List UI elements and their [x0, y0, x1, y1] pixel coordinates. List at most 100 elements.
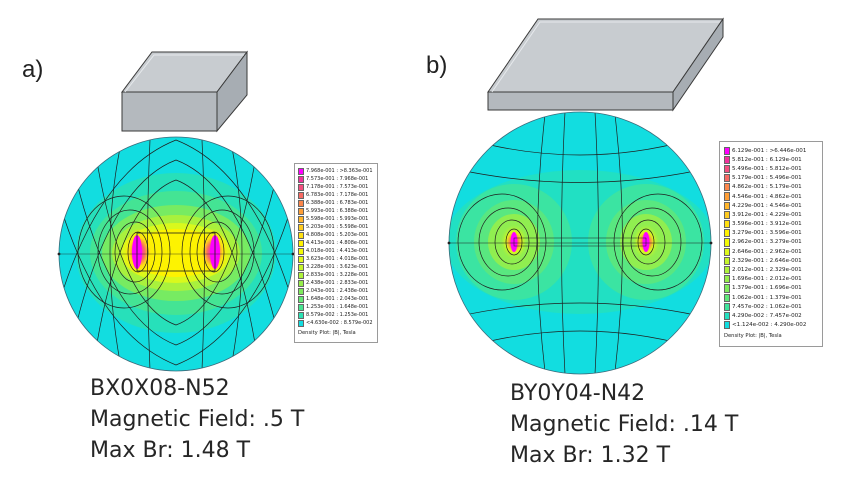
magnet-outline-a [136, 232, 216, 272]
legend-swatch [724, 311, 730, 321]
legend-swatch [298, 175, 304, 183]
legend-entry: 3.912e-001 : 4.229e-001 [724, 210, 818, 219]
legend-swatch [298, 271, 304, 279]
legend-swatch [298, 247, 304, 255]
legend-swatch [298, 199, 304, 207]
legend-entry: 4.862e-001 : 5.179e-001 [724, 183, 818, 192]
legend-swatch [298, 303, 304, 311]
legend-range: 7.968e-001 : >8.363e-001 [306, 168, 373, 174]
legend-b: 6.129e-001 : >6.446e-001 5.812e-001 : 6.1… [719, 141, 823, 347]
panel-a-label: a) [22, 56, 44, 83]
legend-entry: 4.290e-002 : 7.457e-002 [724, 311, 818, 321]
magnet-block-a [121, 50, 248, 133]
legend-entry: 4.018e-001 : 4.413e-001 [298, 247, 374, 255]
legend-entry: 1.696e-001 : 2.012e-001 [724, 275, 818, 284]
legend-swatch [724, 284, 730, 293]
legend-swatch [298, 255, 304, 263]
legend-range: 6.129e-001 : >6.446e-001 [732, 147, 807, 154]
legend-swatch [724, 146, 730, 155]
legend-swatch [724, 293, 730, 302]
legend-swatch [724, 321, 730, 330]
legend-entry: 3.279e-001 : 3.596e-001 [724, 229, 818, 238]
legend-entry: 8.579e-002 : 1.253e-001 [298, 311, 374, 319]
legend-range: 1.379e-001 : 1.696e-001 [732, 285, 802, 292]
legend-entry: 1.062e-001 : 1.379e-001 [724, 293, 818, 302]
legend-swatch [724, 238, 730, 247]
legend-swatch [298, 191, 304, 199]
legend-range: 4.808e-001 : 5.203e-001 [306, 232, 369, 238]
caption-b-model: BY0Y04-N42 [510, 381, 646, 406]
legend-entry: 3.623e-001 : 4.018e-001 [298, 255, 374, 263]
legend-b-title: Density Plot: |B|, Tesla [724, 332, 782, 339]
legend-range: <1.124e-002 : 4.290e-002 [732, 322, 807, 329]
field-lines-a [59, 139, 293, 371]
legend-entry: 2.646e-001 : 2.962e-001 [724, 247, 818, 256]
legend-range: 2.329e-001 : 2.646e-001 [732, 257, 802, 264]
caption-a-model: BX0X08-N52 [90, 376, 230, 401]
legend-swatch [724, 155, 730, 164]
legend-entry: 1.379e-001 : 1.696e-001 [724, 284, 818, 293]
legend-range: 4.290e-002 : 7.457e-002 [732, 312, 802, 319]
legend-entry: 1.648e-001 : 2.043e-001 [298, 295, 374, 303]
legend-range: 5.203e-001 : 5.598e-001 [306, 224, 369, 230]
caption-a-field: Magnetic Field: .5 T [90, 407, 305, 432]
legend-entry: 3.596e-001 : 3.912e-001 [724, 220, 818, 229]
legend-entry: 7.968e-001 : >8.363e-001 [298, 167, 374, 175]
legend-range: 2.043e-001 : 2.438e-001 [306, 288, 369, 294]
legend-swatch [724, 164, 730, 174]
legend-entry: 5.812e-001 : 6.129e-001 [724, 155, 818, 164]
legend-range: 5.179e-001 : 5.496e-001 [732, 175, 802, 182]
caption-b: BY0Y04-N42 Magnetic Field: .14 T Max Br:… [510, 378, 738, 471]
legend-entry: 5.203e-001 : 5.598e-001 [298, 223, 374, 231]
legend-range: 6.388e-001 : 6.783e-001 [306, 200, 369, 206]
legend-entry: 4.413e-001 : 4.808e-001 [298, 239, 374, 247]
legend-swatch [724, 192, 730, 201]
legend-swatch [724, 302, 730, 311]
legend-range: 1.648e-001 : 2.043e-001 [306, 296, 369, 302]
legend-range: 3.912e-001 : 4.229e-001 [732, 211, 802, 218]
legend-range: 7.457e-002 : 1.062e-001 [732, 303, 802, 310]
legend-entry: 6.388e-001 : 6.783e-001 [298, 199, 374, 207]
legend-entry: 6.129e-001 : >6.446e-001 [724, 146, 818, 155]
legend-swatch [724, 247, 730, 256]
legend-range: 5.812e-001 : 6.129e-001 [732, 156, 802, 163]
legend-entry: 4.229e-001 : 4.546e-001 [724, 201, 818, 210]
legend-entry: 2.438e-001 : 2.833e-001 [298, 279, 374, 287]
caption-b-field: Magnetic Field: .14 T [510, 412, 739, 437]
legend-range: 3.596e-001 : 3.912e-001 [732, 221, 802, 228]
caption-a: BX0X08-N52 Magnetic Field: .5 T Max Br: … [90, 373, 304, 466]
legend-entry: 5.179e-001 : 5.496e-001 [724, 174, 818, 183]
legend-range: 1.253e-001 : 1.648e-001 [306, 304, 369, 310]
legend-entry: 5.598e-001 : 5.993e-001 [298, 215, 374, 223]
legend-range: 4.862e-001 : 5.179e-001 [732, 184, 802, 191]
legend-entry: 2.043e-001 : 2.438e-001 [298, 287, 374, 295]
legend-entry: 2.329e-001 : 2.646e-001 [724, 256, 818, 265]
legend-swatch [724, 265, 730, 275]
legend-entry: 7.457e-002 : 1.062e-001 [724, 302, 818, 311]
legend-entry: 4.808e-001 : 5.203e-001 [298, 231, 374, 239]
legend-range: 5.496e-001 : 5.812e-001 [732, 165, 802, 172]
legend-swatch [298, 295, 304, 303]
panel-a-simulation [57, 136, 295, 372]
legend-range: 7.178e-001 : 7.573e-001 [306, 184, 369, 190]
legend-range: 5.598e-001 : 5.993e-001 [306, 216, 369, 222]
legend-entry: 1.253e-001 : 1.648e-001 [298, 303, 374, 311]
legend-range: 4.546e-001 : 4.862e-001 [732, 193, 802, 200]
panel-b-simulation [447, 111, 713, 375]
legend-swatch [298, 183, 304, 191]
legend-swatch [298, 231, 304, 239]
legend-range: 5.993e-001 : 6.388e-001 [306, 208, 369, 214]
magnet-block-b [487, 17, 724, 112]
legend-swatch [724, 174, 730, 183]
legend-swatch [298, 287, 304, 295]
legend-entry: 4.546e-001 : 4.862e-001 [724, 192, 818, 201]
legend-entry: 2.962e-001 : 3.279e-001 [724, 238, 818, 247]
legend-range: 2.962e-001 : 3.279e-001 [732, 239, 802, 246]
legend-range: 2.646e-001 : 2.962e-001 [732, 248, 802, 255]
legend-swatch [298, 263, 304, 271]
caption-b-br: Max Br: 1.32 T [510, 443, 671, 468]
